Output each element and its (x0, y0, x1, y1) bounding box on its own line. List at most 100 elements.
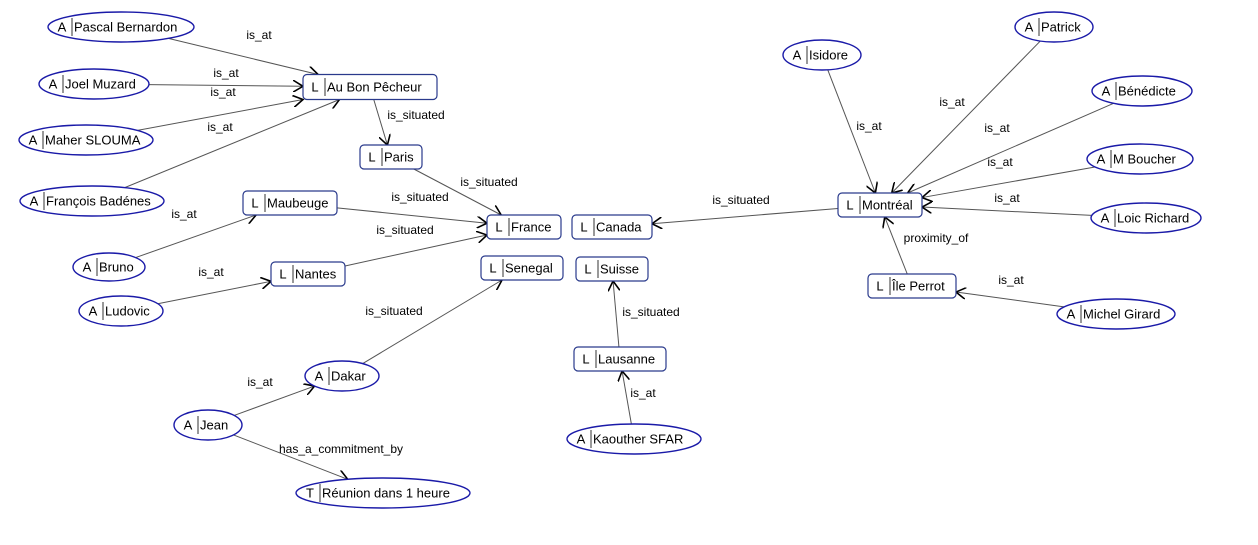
node-label: Île Perrot (891, 278, 945, 293)
edge-line (124, 100, 340, 189)
node-ellipse (18, 124, 154, 156)
node-kind-letter: A (29, 132, 38, 147)
edge-line (362, 280, 502, 364)
node-kind-letter: A (315, 368, 324, 383)
edge-label: is_at (198, 265, 224, 279)
edge-line (908, 102, 1114, 193)
edge-line (956, 292, 1065, 308)
node-francois[interactable]: A François Badénes (19, 185, 165, 217)
node-label: Ludovic (105, 303, 150, 318)
edge-label: is_at (994, 191, 1020, 205)
edge-jean-dakar: is_at (234, 375, 314, 416)
edge-montreal-canada: is_situated (652, 193, 839, 224)
edge-line (336, 207, 487, 223)
node-patrick[interactable]: A Patrick (1014, 11, 1094, 43)
node-benedicte[interactable]: A Bénédicte (1091, 75, 1193, 107)
node-ludovic[interactable]: A Ludovic (78, 295, 164, 327)
node-kind-letter: A (89, 303, 98, 318)
edge-line (622, 371, 632, 425)
node-kind-letter: L (489, 260, 496, 275)
edge-bruno-maubeuge: is_at (135, 207, 256, 259)
node-label: Patrick (1041, 19, 1081, 34)
node-senegal[interactable]: L Senegal (480, 255, 564, 281)
edge-maubeuge-france: is_situated (336, 190, 487, 223)
node-kind-letter: A (1025, 19, 1034, 34)
node-ellipse (1091, 75, 1193, 107)
edge-line (413, 168, 501, 215)
edge-line (157, 281, 271, 305)
node-label: Réunion dans 1 heure (322, 485, 450, 500)
node-label: Maubeuge (267, 195, 328, 210)
node-suisse[interactable]: L Suisse (575, 256, 649, 282)
edge-line (652, 207, 839, 223)
node-kind-letter: L (311, 79, 318, 94)
node-box (480, 255, 564, 281)
edge-label: is_at (247, 375, 273, 389)
node-label: Bénédicte (1118, 83, 1176, 98)
node-kind-letter: A (49, 76, 58, 91)
node-kind-letter: L (495, 219, 502, 234)
node-ellipse (1056, 298, 1176, 330)
edge-dakar-senegal: is_situated (362, 280, 502, 364)
node-kind-letter: A (83, 259, 92, 274)
node-ellipse (72, 252, 146, 282)
node-kind-letter: L (582, 351, 589, 366)
edge-pascal-aubon: is_at (168, 28, 318, 74)
edge-label: is_at (984, 121, 1010, 135)
node-box (242, 190, 338, 216)
edge-label: is_at (987, 155, 1013, 169)
edge-loic-montreal: is_at (922, 191, 1092, 216)
node-ellipse (47, 11, 195, 43)
node-label: Canada (596, 219, 642, 234)
node-label: M Boucher (1113, 151, 1177, 166)
node-kind-letter: L (251, 195, 258, 210)
node-label: Senegal (505, 260, 553, 275)
node-label: François Badénes (46, 193, 151, 208)
edge-line (137, 100, 303, 131)
edge-line (922, 207, 1092, 216)
edge-label: is_at (213, 66, 239, 80)
node-ellipse (38, 68, 150, 100)
node-lausanne[interactable]: L Lausanne (573, 346, 667, 372)
node-label: Lausanne (598, 351, 655, 366)
node-label: Suisse (600, 261, 639, 276)
node-box (302, 73, 438, 101)
node-ellipse (1090, 202, 1202, 234)
edge-line (148, 85, 303, 87)
edge-label: is_at (630, 386, 656, 400)
node-ellipse (782, 39, 862, 71)
node-ellipse (566, 423, 702, 455)
node-label: Michel Girard (1083, 306, 1160, 321)
node-kind-letter: L (584, 261, 591, 276)
edge-label: is_situated (376, 223, 433, 237)
edge-isidore-montreal: is_at (827, 69, 882, 193)
node-ellipse (1014, 11, 1094, 43)
edge-aubon-paris: is_situated (373, 99, 445, 146)
node-label: Maher SLOUMA (45, 132, 141, 147)
edge-maher-aubon: is_at (137, 85, 303, 131)
node-maubeuge[interactable]: L Maubeuge (242, 190, 338, 216)
node-kind-letter: A (30, 193, 39, 208)
node-ellipse (19, 185, 165, 217)
node-kind-letter: A (1102, 83, 1111, 98)
node-maher[interactable]: A Maher SLOUMA (18, 124, 154, 156)
